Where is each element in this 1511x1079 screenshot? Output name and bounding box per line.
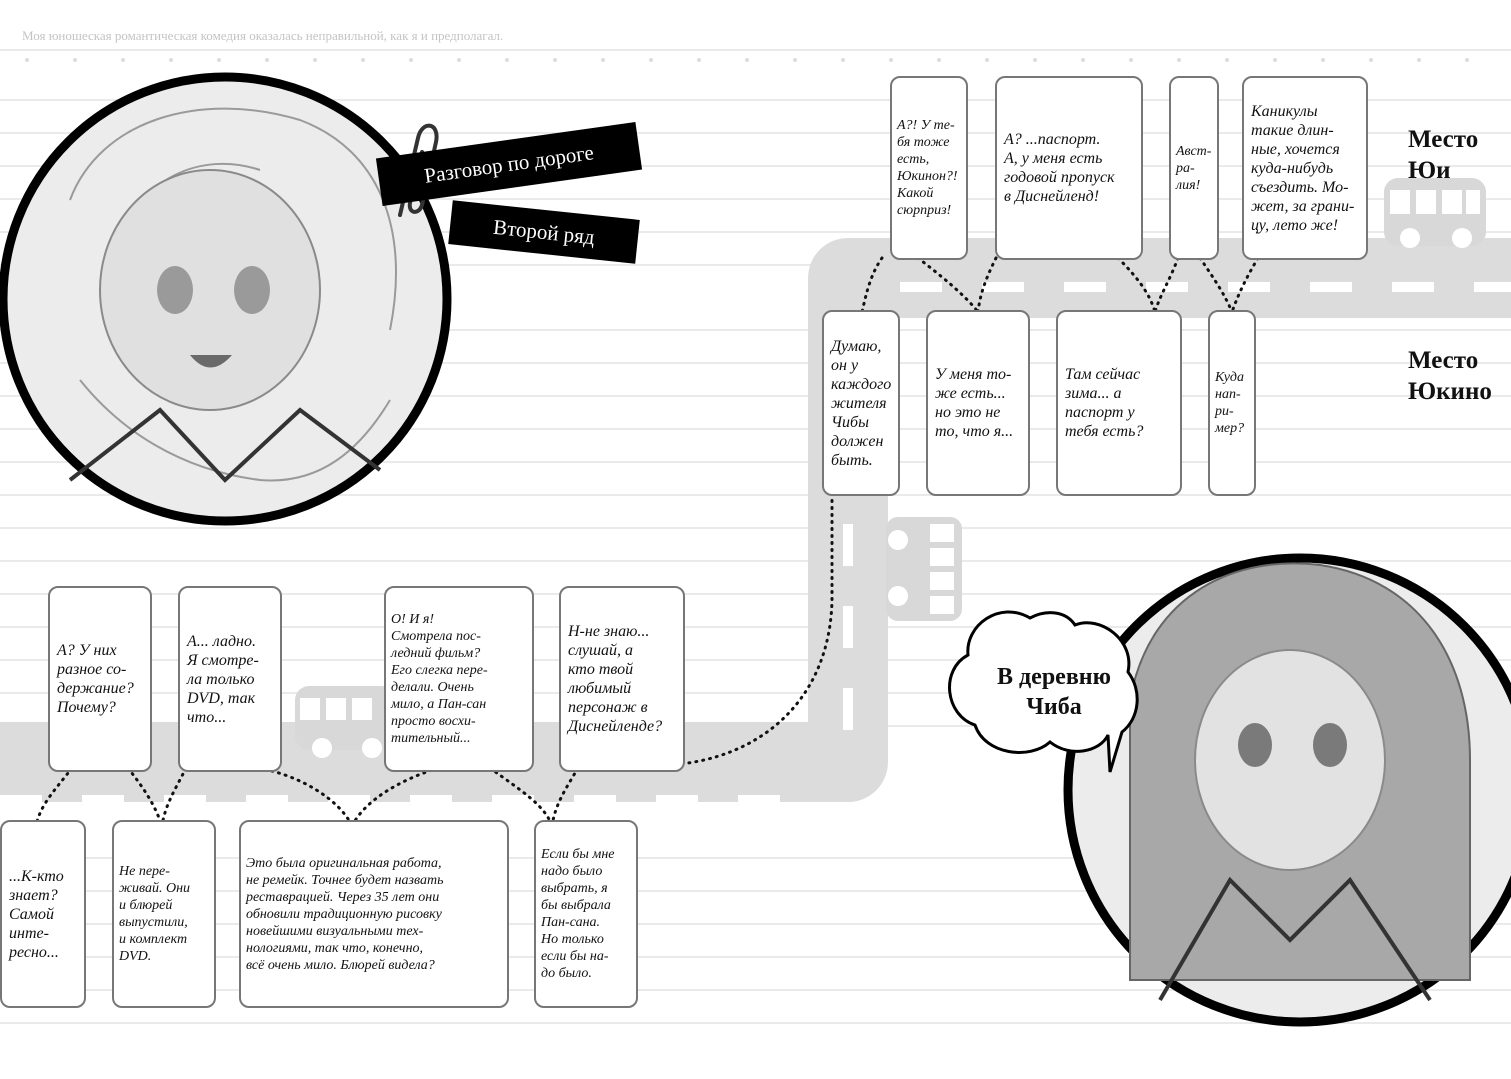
dialogue-box-yui: А?! У те- бя тоже есть, Юкинон?! Какой с… (890, 76, 968, 260)
dialogue-box-yui: А... ладно. Я смотре- ла только DVD, так… (178, 586, 282, 772)
dialogue-box-yui: О! И я! Смотрела пос- ледний фильм? Его … (384, 586, 534, 772)
dialogue-box-yukino: Если бы мне надо было выбрать, я бы выбр… (534, 820, 638, 1008)
bus-icon (295, 686, 395, 756)
seat-label-yukino: Место Юкино (1408, 347, 1492, 405)
bus-icon (886, 517, 962, 621)
yui-portrait (3, 77, 447, 521)
dialogue-box-yui: Каникулы такие длин- ные, хочется куда-н… (1242, 76, 1368, 260)
dialogue-box-yukino: Куда нап- ри- мер? (1208, 310, 1256, 496)
bus-icon (1384, 178, 1486, 250)
dialogue-box-yui: Н-не знаю... слушай, а кто твой любимый … (559, 586, 685, 772)
dialogue-box-yui: А? У них разное со- держание? Почему? (48, 586, 152, 772)
dialogue-box-yukino: Там сейчас зима... а паспорт у тебя есть… (1056, 310, 1182, 496)
seat-label-yui: Место Юи (1408, 126, 1479, 184)
page-header: Моя юношеская романтическая комедия оказ… (22, 28, 504, 43)
dialogue-box-yukino: Не пере- живай. Они и блюрей выпустили, … (112, 820, 216, 1008)
yukino-portrait (1068, 558, 1511, 1022)
dialogue-box-yukino: Думаю, он у каждого жителя Чибы должен б… (822, 310, 900, 496)
dialogue-box-yukino: У меня то- же есть... но это не то, что … (926, 310, 1030, 496)
speech-bubble-text: В деревню Чиба (997, 664, 1111, 720)
dialogue-box-yukino: Это была оригинальная работа, не ремейк.… (239, 820, 509, 1008)
dialogue-box-yui: Авст- ра- лия! (1169, 76, 1219, 260)
dialogue-box-yui: А? ...паспорт. А, у меня есть годовой пр… (995, 76, 1143, 260)
dialogue-box-yukino: ...К-кто знает? Самой инте- ресно... (0, 820, 86, 1008)
